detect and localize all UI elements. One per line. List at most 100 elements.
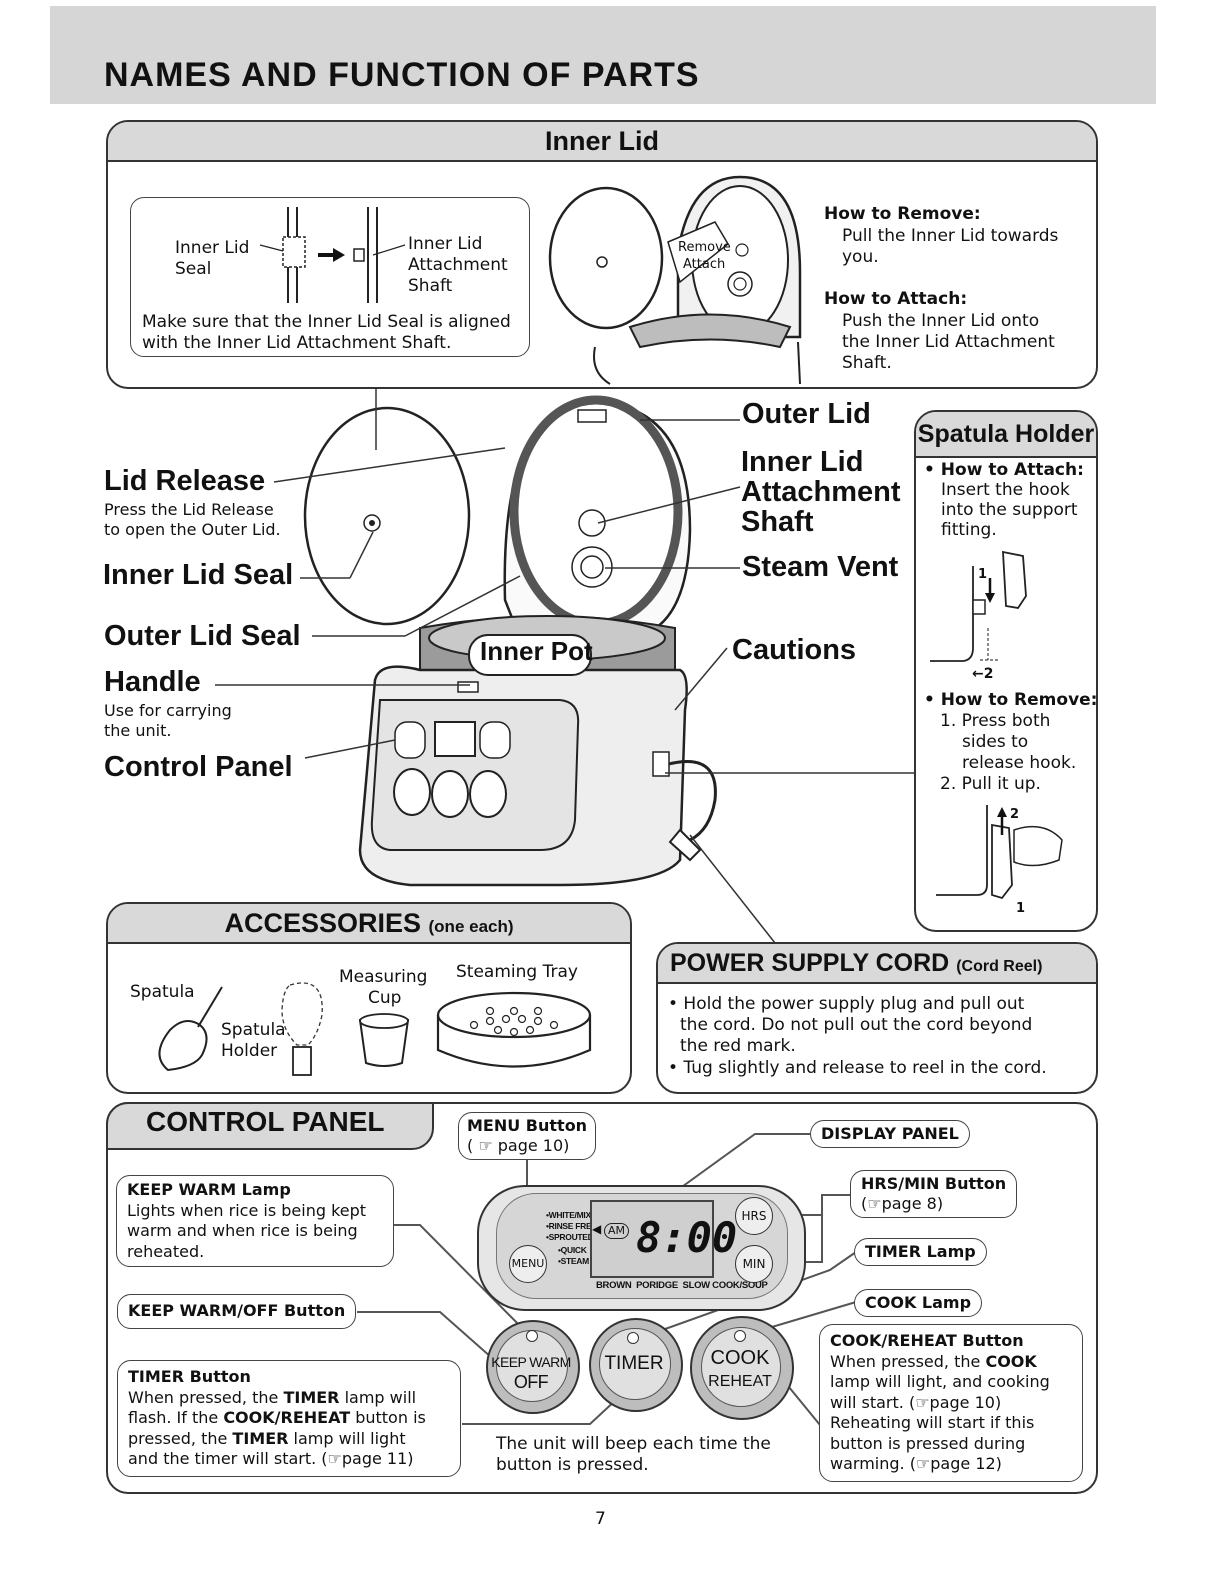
lid-release-sub-1: Press the Lid Release (104, 500, 274, 519)
inner-lid-seal-callout: Inner Lid Seal (103, 559, 294, 591)
cook-reheat-line-2: lamp will light, and cooking (830, 1372, 1050, 1391)
spatula-remove-1a: 1. Press both (940, 711, 1051, 731)
menu-item-poridge: PORIDGE (636, 1280, 678, 1291)
how-to-remove-title: How to Remove: (824, 204, 981, 224)
alignment-note-2: with the Inner Lid Attachment Shaft. (142, 333, 452, 353)
menu-panel-button[interactable]: MENU (509, 1245, 547, 1283)
timer-button-line-3: pressed, the TIMER lamp will light (128, 1428, 406, 1448)
inner-lid-illustration (548, 175, 802, 385)
spatula-holder-header: Spatula Holder (916, 412, 1096, 458)
beep-note-1: The unit will beep each time the (496, 1434, 771, 1454)
hrs-min-title: HRS/MIN Button (861, 1174, 1007, 1193)
cook-btn-label-1: COOK (710, 1347, 770, 1369)
lcd-am: AM (604, 1223, 630, 1239)
power-cord-header: POWER SUPPLY CORD (Cord Reel) (658, 944, 1096, 984)
hrs-min-tag: HRS/MIN Button (☞page 8) (850, 1170, 1018, 1218)
menu-item-steam: •STEAM (558, 1256, 589, 1266)
spatula-remove-2: 2. Pull it up. (940, 774, 1041, 794)
timer-button-title: TIMER Button (128, 1367, 251, 1386)
outer-lid-seal-callout: Outer Lid Seal (104, 620, 301, 652)
power-cord-section: POWER SUPPLY CORD (Cord Reel) (656, 942, 1098, 1094)
timer-button-line-1: When pressed, the TIMER lamp will (128, 1387, 417, 1407)
keep-warm-btn-label-1: KEEP WARM (491, 1354, 571, 1370)
shaft-label-3: Shaft (408, 276, 453, 296)
lcd-arrow-icon: ◀ (592, 1222, 602, 1236)
spatula-remove-diagram (936, 805, 1063, 900)
cook-reheat-line-6: warming. (☞page 12) (830, 1454, 1002, 1473)
handle-callout: Handle (104, 666, 201, 698)
seal-alignment-box (130, 197, 530, 357)
how-to-attach-2: the Inner Lid Attachment (842, 332, 1055, 352)
accessory-tray: Steaming Tray (456, 962, 578, 982)
spatula-remove-1c: release hook. (962, 753, 1077, 773)
cook-reheat-title: COOK/REHEAT Button (830, 1331, 1024, 1350)
control-panel-callout: Control Panel (104, 751, 293, 783)
menu-item-quick: •QUICK (558, 1245, 587, 1255)
shaft-label-2: Attachment (408, 255, 508, 275)
menu-button-title: MENU Button (467, 1116, 588, 1135)
accessory-cup-1: Measuring (339, 967, 428, 987)
hrs-min-ref: (☞page 8) (861, 1194, 944, 1213)
menu-item-white-mixed: •WHITE/MIXED (546, 1210, 603, 1220)
attach-tag: Attach (683, 257, 726, 272)
page-title: NAMES AND FUNCTION OF PARTS (104, 56, 700, 94)
spatula-step-1: 1 (978, 567, 988, 582)
power-cord-title: POWER SUPPLY CORD (670, 949, 950, 977)
power-cord-line-3: the red mark. (680, 1036, 796, 1056)
min-panel-button[interactable]: MIN (735, 1245, 773, 1283)
spatula-attach-title: • How to Attach: (924, 460, 1084, 480)
hrs-panel-button[interactable]: HRS (735, 1197, 773, 1235)
spatula-attach-3: fitting. (941, 520, 997, 540)
accessories-header: ACCESSORIES (one each) (108, 904, 630, 944)
inner-lid-shaft-callout-1: Inner Lid (741, 446, 864, 478)
steam-vent-callout: Steam Vent (742, 551, 899, 583)
how-to-attach-title: How to Attach: (824, 289, 968, 309)
hrs-panel-button-label: HRS (741, 1209, 767, 1223)
accessory-cup-2: Cup (368, 988, 402, 1008)
keep-warm-lamp-3: reheated. (127, 1241, 205, 1261)
cook-reheat-box: COOK/REHEAT Button When pressed, the COO… (819, 1324, 1083, 1482)
cook-reheat-line-1: When pressed, the COOK (830, 1351, 1037, 1371)
lcd-display (590, 1200, 714, 1278)
keep-warm-lamp-1: Lights when rice is being kept (127, 1200, 367, 1220)
rice-cooker-illustration (215, 388, 915, 944)
remove-tag: Remove (678, 240, 731, 255)
seal-shaft-diagram (259, 207, 406, 303)
timer-btn-label: TIMER (604, 1353, 664, 1374)
inner-lid-shaft-callout-3: Shaft (741, 506, 814, 538)
display-panel-tag: DISPLAY PANEL (810, 1120, 970, 1148)
menu-button-tag: MENU Button ( ☞ page 10) (458, 1112, 597, 1160)
spatula-attach-2: into the support (941, 500, 1078, 520)
keep-warm-lamp-title: KEEP WARM Lamp (127, 1180, 291, 1199)
outer-lid-callout: Outer Lid (742, 398, 871, 430)
shaft-label-1: Inner Lid (408, 234, 483, 254)
power-cord-line-4: • Tug slightly and release to reel in th… (668, 1058, 1047, 1078)
lid-release-callout: Lid Release (104, 465, 266, 497)
handle-sub-1: Use for carrying (104, 701, 232, 720)
spatula-step-3: 2 (1010, 807, 1020, 822)
inner-lid-header: Inner Lid (108, 122, 1096, 162)
control-panel-title: CONTROL PANEL (146, 1106, 385, 1137)
control-panel-header (106, 1102, 434, 1150)
keep-warm-lamp-box: KEEP WARM Lamp Lights when rice is being… (116, 1175, 394, 1267)
power-cord-line-1: • Hold the power supply plug and pull ou… (668, 994, 1025, 1014)
menu-item-sprouted: •SPROUTED (546, 1232, 594, 1242)
accessories-title: ACCESSORIES (224, 908, 421, 938)
menu-panel-button-label: MENU (511, 1257, 545, 1270)
accessory-spatula-holder-2: Holder (221, 1041, 278, 1061)
menu-item-slow-cook: SLOW COOK/SOUP (682, 1280, 768, 1291)
cook-btn-label: COOK REHEAT (695, 1346, 785, 1394)
spatula-remove-1b: sides to (962, 732, 1029, 752)
cook-reheat-line-4: Reheating will start if this (830, 1413, 1035, 1432)
inner-lid-title: Inner Lid (545, 126, 659, 156)
timer-lamp-icon (627, 1332, 639, 1344)
inner-pot-label-box (468, 634, 592, 676)
timer-button-inner (599, 1328, 671, 1400)
min-panel-button-label: MIN (742, 1257, 766, 1271)
how-to-attach-3: Shaft. (842, 353, 892, 373)
bottom-menu-list: BROWN PORIDGE SLOW COOK/SOUP (596, 1280, 768, 1291)
menu-button-ref: ( ☞ page 10) (467, 1136, 570, 1155)
seal-label-2: Seal (175, 259, 212, 279)
keep-warm-lamp-2: warm and when rice is being (127, 1221, 358, 1240)
accessories-title-sub: (one each) (428, 917, 514, 936)
